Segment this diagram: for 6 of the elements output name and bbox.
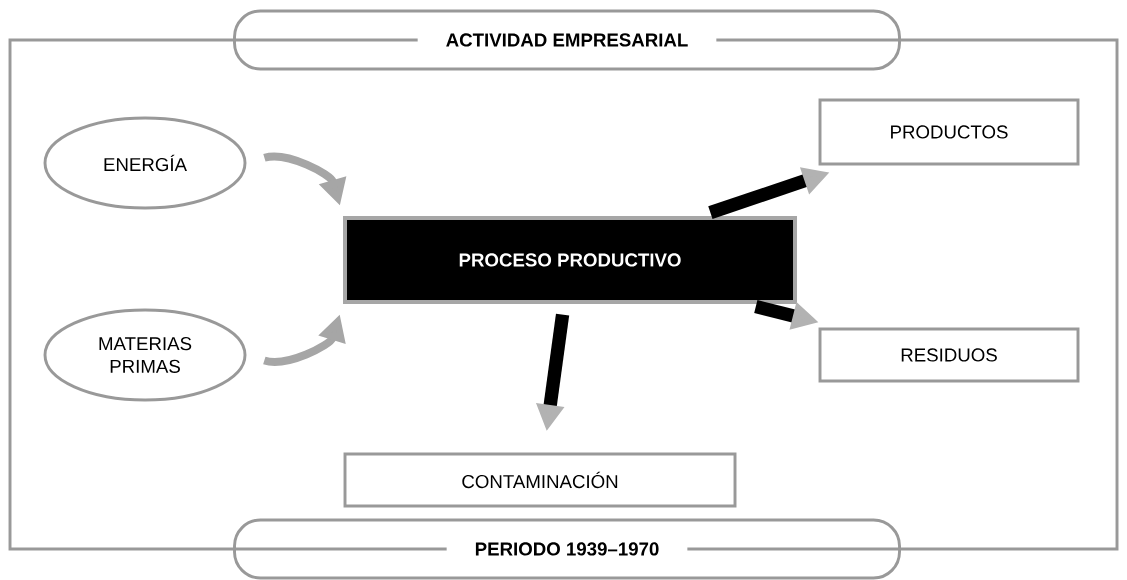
banner-pill: PERIODO 1939–1970 (233, 518, 901, 580)
output-box: RESIDUOS (818, 327, 1080, 383)
process-box: PROCESO PRODUCTIVO (343, 216, 797, 304)
banner-pill: ACTIVIDAD EMPRESARIAL (233, 9, 901, 71)
output-box: PRODUCTOS (818, 98, 1080, 166)
output-box: CONTAMINACIÓN (343, 452, 737, 508)
